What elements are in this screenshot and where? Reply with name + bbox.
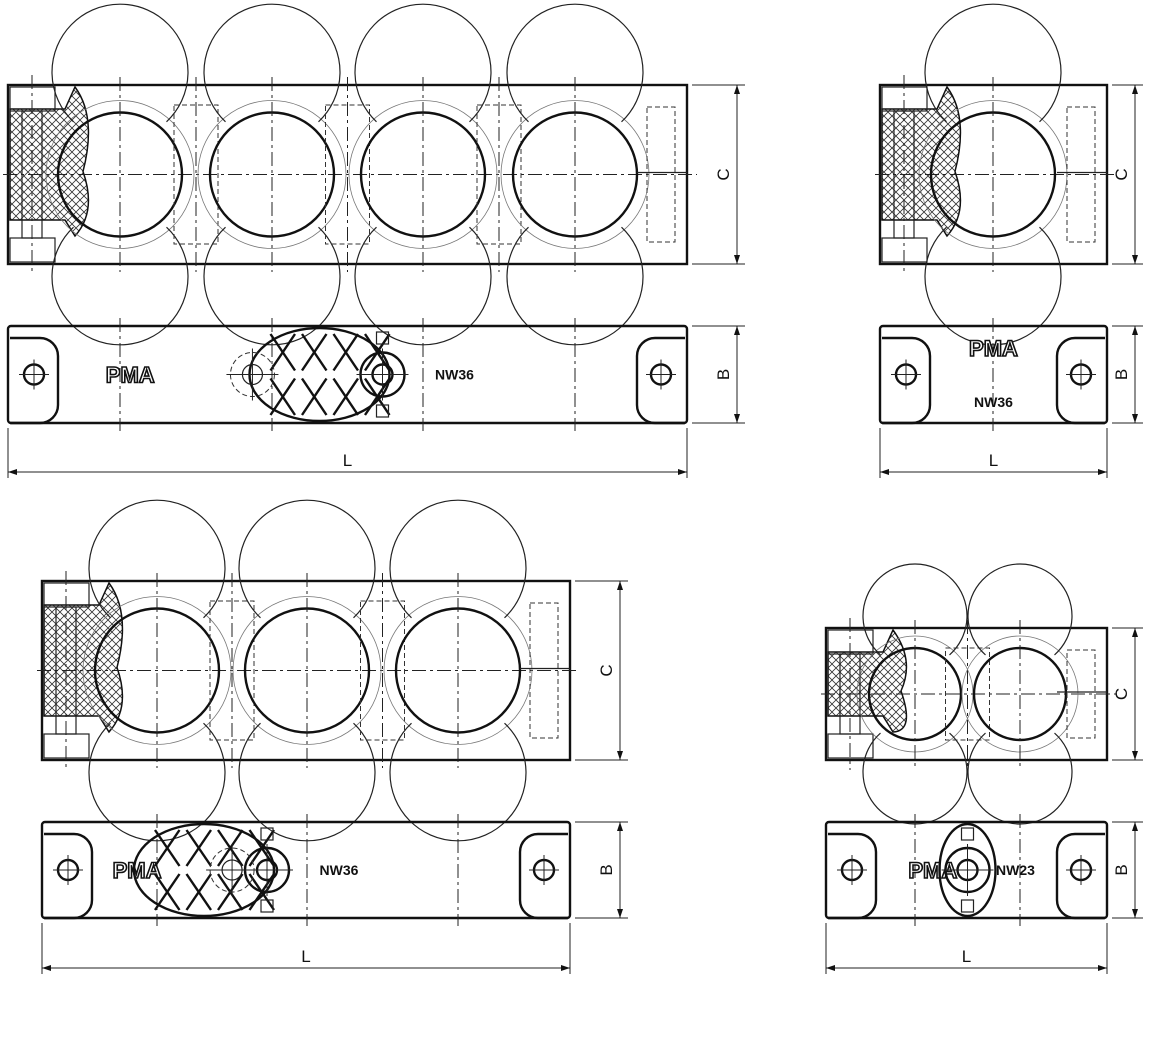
front-view xyxy=(875,3,1117,346)
insert-arc xyxy=(862,563,968,656)
rib xyxy=(269,377,296,416)
rib xyxy=(154,829,181,867)
dimension-l-label: L xyxy=(343,451,352,470)
rib xyxy=(185,873,212,911)
dimension-b-label: B xyxy=(597,864,616,875)
mounting-tab xyxy=(518,832,568,920)
bore-outer-circle xyxy=(383,596,533,745)
view-clamp-1-bore: C PMA NW36 B L xyxy=(875,3,1143,478)
hatched-section xyxy=(827,628,908,733)
rib xyxy=(269,333,296,372)
front-view xyxy=(821,563,1117,825)
view-clamp-2-bore: C PMA NW23 B L xyxy=(821,563,1143,974)
bore-outer-circle xyxy=(348,100,498,249)
rib xyxy=(301,333,328,372)
top-view: PMA NW36 xyxy=(6,318,689,431)
dimension-b-label: B xyxy=(1112,369,1131,380)
top-body-outline xyxy=(824,820,1109,920)
size-label: NW36 xyxy=(320,862,359,878)
hidden-bolt-outline xyxy=(360,600,405,741)
insert-arc xyxy=(354,3,492,123)
insert-arc xyxy=(506,3,644,123)
nut-slot xyxy=(375,331,390,345)
rib xyxy=(217,829,244,867)
insert-arc xyxy=(389,499,527,619)
hidden-bolt-outline xyxy=(173,104,219,245)
dimension-c-label: C xyxy=(714,168,733,180)
view-clamp-3-bore: C PMA NW36 B L xyxy=(37,499,628,974)
front-view xyxy=(3,3,697,346)
rib xyxy=(332,333,359,372)
bore-outer-circle xyxy=(500,100,650,249)
pma-logo: PMA xyxy=(106,363,155,388)
rib xyxy=(154,873,181,911)
top-view: PMA NW36 xyxy=(878,318,1109,431)
mounting-tab xyxy=(1055,832,1105,920)
pma-logo: PMA xyxy=(969,336,1018,361)
top-body-outline xyxy=(40,820,572,920)
dimension-c-label: C xyxy=(597,664,616,676)
bore-outer-circle xyxy=(45,100,195,249)
pma-logo: PMA xyxy=(908,858,957,883)
top-view: PMA NW23 xyxy=(824,814,1109,926)
dimension-b-label: B xyxy=(714,369,733,380)
front-view xyxy=(37,499,580,842)
nut-slot xyxy=(960,827,975,841)
hidden-bolt-outline xyxy=(209,600,255,741)
insert-arc xyxy=(51,3,189,123)
mounting-tab xyxy=(635,336,685,425)
mounting-tab xyxy=(882,336,932,425)
dimension-l-label: L xyxy=(301,947,310,966)
hidden-bolt-outline xyxy=(476,104,522,245)
dimension-l-label: L xyxy=(989,451,998,470)
mounting-tab xyxy=(1055,336,1105,425)
dimension-c-label: C xyxy=(1112,688,1131,700)
nut-slot xyxy=(960,899,975,913)
pma-logo: PMA xyxy=(113,858,162,883)
bore-outer-circle xyxy=(82,596,232,745)
size-label: NW23 xyxy=(996,862,1035,878)
mounting-tab xyxy=(44,832,94,920)
insert-arc xyxy=(238,499,376,619)
hatched-section xyxy=(9,85,90,238)
insert-arc xyxy=(967,563,1073,656)
top-body-outline xyxy=(6,324,689,425)
bore-outer-circle xyxy=(232,596,382,745)
top-view: PMA NW36 xyxy=(40,814,572,926)
size-label: NW36 xyxy=(435,367,474,383)
insert-arc xyxy=(203,3,341,123)
hidden-bolt-outline xyxy=(945,647,990,741)
clamp-latch-outline xyxy=(938,822,997,918)
hidden-bolt-outline xyxy=(325,104,370,245)
rib xyxy=(301,377,328,416)
mounting-tab xyxy=(10,336,60,425)
hidden-end-slot xyxy=(1066,649,1096,739)
hatched-section xyxy=(881,85,962,238)
view-clamp-4-bore: C PMA NW36 B L xyxy=(3,3,745,478)
insert-arc xyxy=(88,499,226,619)
rib xyxy=(185,829,212,867)
nut-slot xyxy=(260,827,274,841)
mounting-tab xyxy=(828,832,878,920)
insert-arc xyxy=(924,3,1062,123)
dimension-b-label: B xyxy=(1112,864,1131,875)
hidden-end-slot xyxy=(529,602,559,739)
dimension-c-label: C xyxy=(1112,168,1131,180)
nut-slot xyxy=(260,899,274,913)
dimension-l-label: L xyxy=(962,947,971,966)
size-label: NW36 xyxy=(974,394,1013,410)
hidden-end-slot xyxy=(646,106,676,243)
hidden-end-slot xyxy=(1066,106,1096,243)
nut-slot xyxy=(375,404,390,418)
bore-outer-circle xyxy=(197,100,347,249)
rib xyxy=(332,377,359,416)
